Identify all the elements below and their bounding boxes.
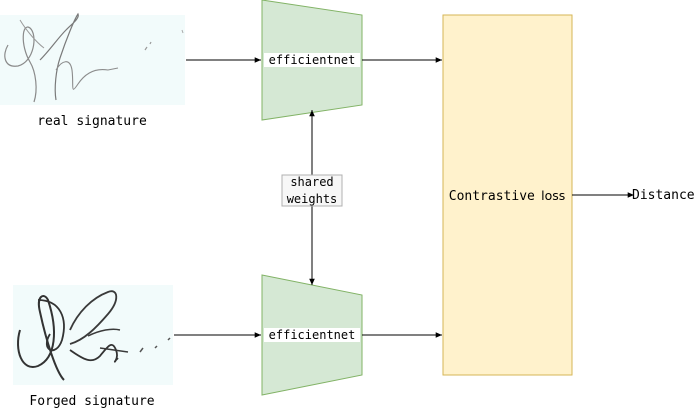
shared-weights-line1: shared bbox=[290, 175, 333, 189]
contrastive-loss-label-sans: loss bbox=[541, 188, 565, 203]
top-encoder-label: efficientnet bbox=[269, 53, 356, 67]
contrastive-loss-box: Contrastive loss bbox=[442, 14, 573, 376]
top-encoder: efficientnet bbox=[261, 0, 363, 121]
contrastive-loss-label: Contrastive loss bbox=[449, 188, 566, 204]
distance-output-label: Distance bbox=[632, 188, 695, 203]
forged-signature-image bbox=[13, 285, 173, 385]
contrastive-loss-label-mono: Contrastive bbox=[449, 189, 535, 204]
real-signature-image bbox=[0, 12, 185, 105]
shared-weights-label: shared weights bbox=[281, 174, 343, 207]
bottom-encoder-label: efficientnet bbox=[269, 328, 356, 342]
forged-signature-label: Forged signature bbox=[29, 394, 154, 409]
bottom-encoder: efficientnet bbox=[261, 274, 363, 396]
shared-weights-line2: weights bbox=[287, 192, 338, 206]
real-signature-label: real signature bbox=[37, 114, 147, 129]
